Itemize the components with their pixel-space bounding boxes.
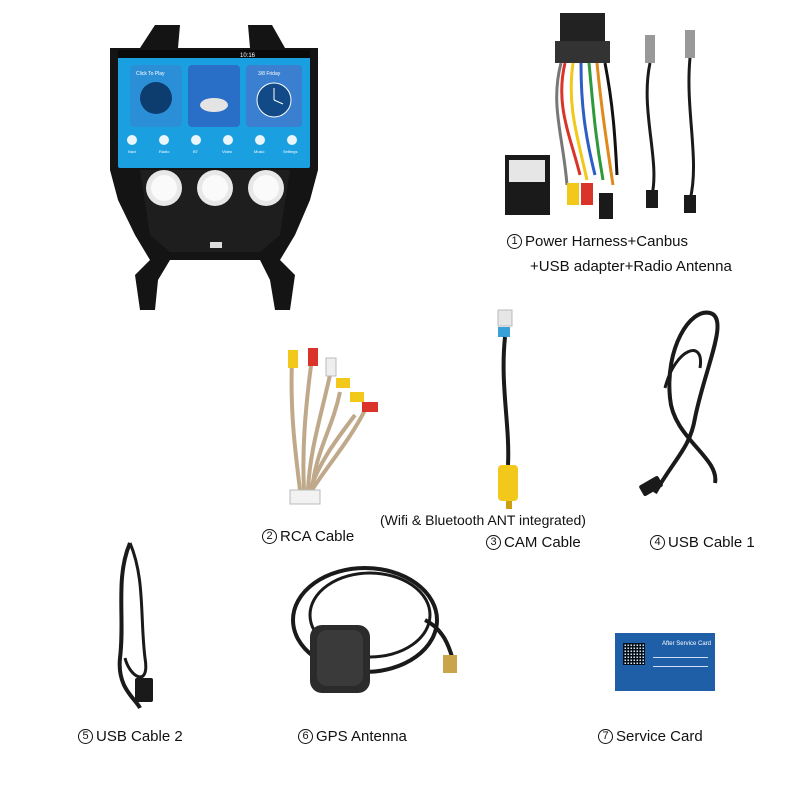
item-number-5: 5 [78, 729, 93, 744]
item-number-3: 3 [486, 535, 501, 550]
app-settings-label: Settings [283, 149, 297, 154]
item-label-1: 1 Power Harness+Canbus [507, 233, 688, 250]
screen-date-label: 3/8 Friday [258, 71, 281, 77]
item-number-4: 4 [650, 535, 665, 550]
power-harness-image [505, 13, 619, 219]
item-text-1: Power Harness+Canbus [525, 233, 689, 250]
rca-cable-image [288, 348, 378, 505]
gps-antenna-image [291, 566, 457, 693]
app-navi-label: Navi [128, 149, 136, 154]
usb-cable-1-image [639, 310, 720, 496]
radio-antenna-image [645, 30, 696, 213]
service-card-title: After Service Card [661, 641, 711, 647]
item-number-7: 7 [598, 729, 613, 744]
item-text-2: RCA Cable [280, 528, 355, 545]
item-text-4: USB Cable 1 [668, 534, 755, 551]
item-number-1: 1 [507, 234, 522, 249]
app-music-label: Music [254, 149, 264, 154]
item-text-7: Service Card [616, 728, 703, 745]
item-label-5: 5 USB Cable 2 [78, 728, 183, 745]
item-label-7: 7 Service Card [598, 728, 703, 745]
item-text-1-line2: +USB adapter+Radio Antenna [530, 258, 732, 275]
item-label-6: 6 GPS Antenna [298, 728, 407, 745]
note-text: (Wifi & Bluetooth ANT integrated) [380, 512, 586, 528]
item-label-1-line2: +USB adapter+Radio Antenna [530, 258, 732, 275]
item-label-3: 3 CAM Cable [486, 534, 581, 551]
item-text-6: GPS Antenna [316, 728, 407, 745]
item-number-6: 6 [298, 729, 313, 744]
head-unit-image: 10:16 Click To Play 3/8 Friday Navi Radi… [110, 25, 318, 310]
item-text-3: CAM Cable [504, 534, 581, 551]
screen-play-label: Click To Play [136, 71, 165, 77]
item-number-2: 2 [262, 529, 277, 544]
service-card-lines [653, 657, 708, 667]
screen-time: 10:16 [240, 53, 256, 59]
service-card-image: After Service Card [615, 633, 715, 691]
item-text-5: USB Cable 2 [96, 728, 183, 745]
app-radio-label: Radio [159, 149, 170, 154]
app-bt-label: BT [193, 149, 199, 154]
item-label-4: 4 USB Cable 1 [650, 534, 755, 551]
item-label-2: 2 RCA Cable [262, 528, 354, 545]
service-card-qr [623, 643, 645, 665]
app-video-label: Video [222, 149, 233, 154]
usb-cable-2-image [117, 542, 153, 710]
wifi-bt-note: (Wifi & Bluetooth ANT integrated) [380, 512, 586, 528]
cam-cable-image [497, 309, 518, 509]
